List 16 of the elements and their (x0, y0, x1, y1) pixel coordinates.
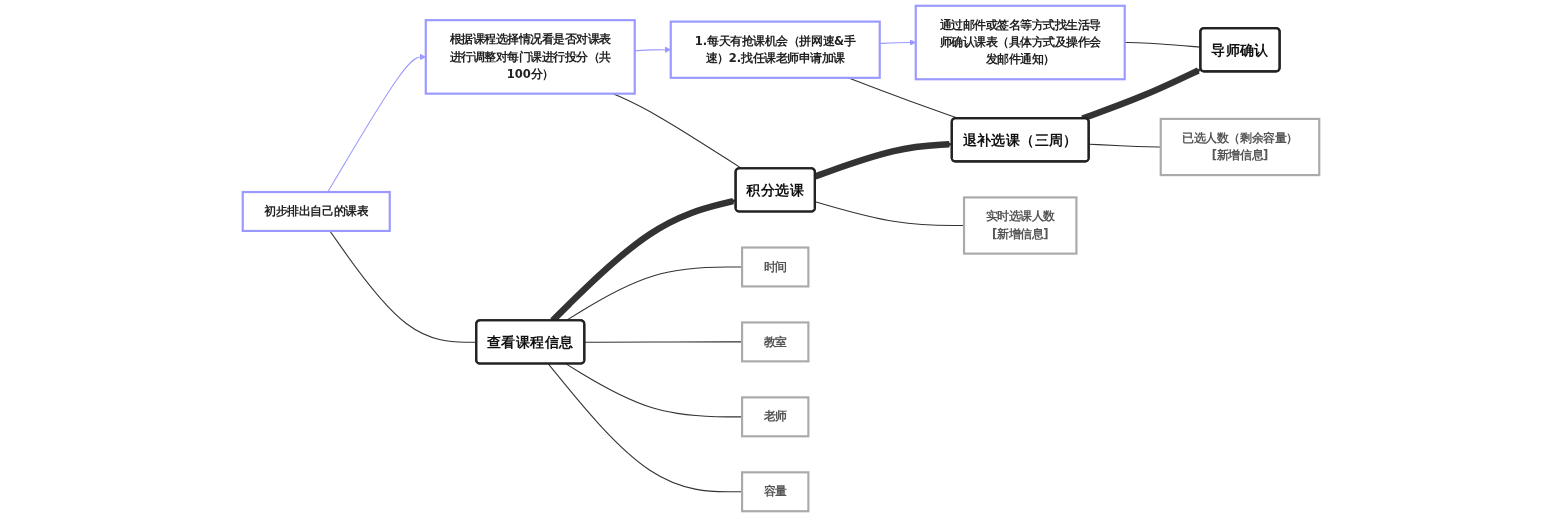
node-box: 已选人数（剩余容量） [新增信息] (1159, 117, 1321, 177)
node-box: 实时选课人数 [新增信息] (962, 196, 1078, 255)
connector (547, 363, 743, 493)
node-box: 容量 (741, 471, 810, 513)
node-box: 老师 (741, 396, 810, 438)
node-box: 教室 (741, 321, 810, 363)
arrow (1081, 67, 1202, 122)
node-box: 初步排出自己的课表 (241, 190, 391, 232)
node-box: 1.每天有抢课机会（拼网速&手速）2.找任课老师申请加课 (669, 20, 881, 79)
connector (565, 363, 743, 418)
connector (584, 341, 743, 343)
node-box: 时间 (741, 246, 810, 288)
connector (814, 201, 965, 227)
node-box: 通过邮件或签名等方式找生活导师确认课表（具体方式及操作会发邮件通知） (914, 4, 1126, 81)
node-box: 根据课程选择情况看是否对课表进行调整对每门课进行投分（共100分） (424, 19, 636, 95)
arrow (814, 141, 953, 180)
